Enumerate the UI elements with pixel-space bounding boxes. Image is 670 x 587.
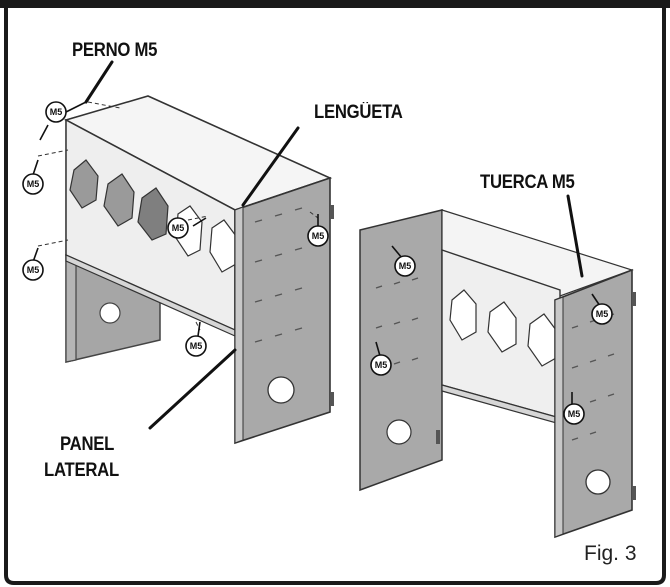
figure-caption: Fig. 3 bbox=[584, 542, 637, 565]
right-back-panel-hole bbox=[386, 419, 412, 445]
right-back-tab bbox=[436, 430, 440, 444]
label-lateral: LATERAL bbox=[44, 460, 119, 481]
m5-tag-text: M5 bbox=[27, 179, 40, 189]
m5-tag: M5 bbox=[167, 217, 189, 239]
m5-tag: M5 bbox=[185, 335, 207, 357]
m5-tag-text: M5 bbox=[50, 107, 63, 117]
m5-tag-text: M5 bbox=[596, 309, 609, 319]
leader-lines bbox=[84, 60, 584, 430]
label-panel: PANEL bbox=[60, 434, 115, 455]
m5-tag-text: M5 bbox=[172, 223, 185, 233]
label-perno-m5: PERNO M5 bbox=[72, 40, 158, 61]
right-back-panel-slots bbox=[375, 277, 419, 369]
m5-tag-circle bbox=[307, 225, 329, 247]
m5-tag-circle bbox=[563, 403, 585, 425]
m5-tag: M5 bbox=[307, 225, 329, 247]
right-vent-1 bbox=[449, 289, 477, 341]
m5-tag-circle bbox=[370, 354, 392, 376]
m5-tag-circle bbox=[167, 217, 189, 239]
m5-tag-text: M5 bbox=[312, 231, 325, 241]
right-side-panel-hole bbox=[585, 469, 611, 495]
m5-tag-circle bbox=[185, 335, 207, 357]
right-panel-tab-bottom bbox=[632, 486, 636, 500]
label-tuerca-m5: TUERCA M5 bbox=[480, 172, 575, 193]
m5-tag-circle bbox=[394, 255, 416, 277]
m5-tag-text: M5 bbox=[399, 261, 412, 271]
left-side-panel-flange bbox=[234, 206, 244, 444]
left-vent-3 bbox=[137, 187, 169, 241]
leader-lengueta bbox=[241, 126, 300, 207]
diagram-frame bbox=[4, 0, 666, 585]
m5-tag-circle bbox=[45, 101, 67, 123]
left-panel-tab-top bbox=[330, 205, 334, 219]
m5-tag-circle bbox=[22, 259, 44, 281]
m5-tag-text: M5 bbox=[568, 409, 581, 419]
left-back-panel-hole bbox=[99, 302, 121, 324]
m5-tag: M5 bbox=[591, 303, 613, 325]
m5-tag-text: M5 bbox=[190, 341, 203, 351]
left-assembly bbox=[37, 95, 334, 445]
right-side-panel-flange bbox=[554, 296, 564, 538]
right-assembly bbox=[359, 209, 636, 539]
m5-tag: M5 bbox=[45, 101, 67, 123]
leader-panel bbox=[148, 348, 237, 430]
frame-top-band bbox=[0, 0, 670, 8]
right-panel-tab-top bbox=[632, 292, 636, 306]
label-lengueta: LENGÜETA bbox=[314, 102, 403, 123]
m5-tag-text: M5 bbox=[27, 265, 40, 275]
left-side-panel-hole bbox=[267, 376, 295, 404]
m5-tag: M5 bbox=[22, 259, 44, 281]
leader-perno bbox=[84, 60, 114, 104]
m5-tag: M5 bbox=[394, 255, 416, 277]
m5-tag-text: M5 bbox=[375, 360, 388, 370]
left-panel-tab-bottom bbox=[330, 392, 334, 406]
right-vent-2 bbox=[487, 301, 517, 353]
right-back-panel bbox=[359, 209, 443, 492]
m5-tag: M5 bbox=[563, 403, 585, 425]
m5-tag: M5 bbox=[370, 354, 392, 376]
m5-tag-circle bbox=[22, 173, 44, 195]
left-vent-1 bbox=[69, 159, 99, 209]
left-side-panel-slots bbox=[254, 207, 303, 343]
leader-tuerca bbox=[566, 194, 584, 278]
m5-tag-circle bbox=[591, 303, 613, 325]
left-vent-2 bbox=[103, 173, 135, 227]
m5-tag: M5 bbox=[22, 173, 44, 195]
